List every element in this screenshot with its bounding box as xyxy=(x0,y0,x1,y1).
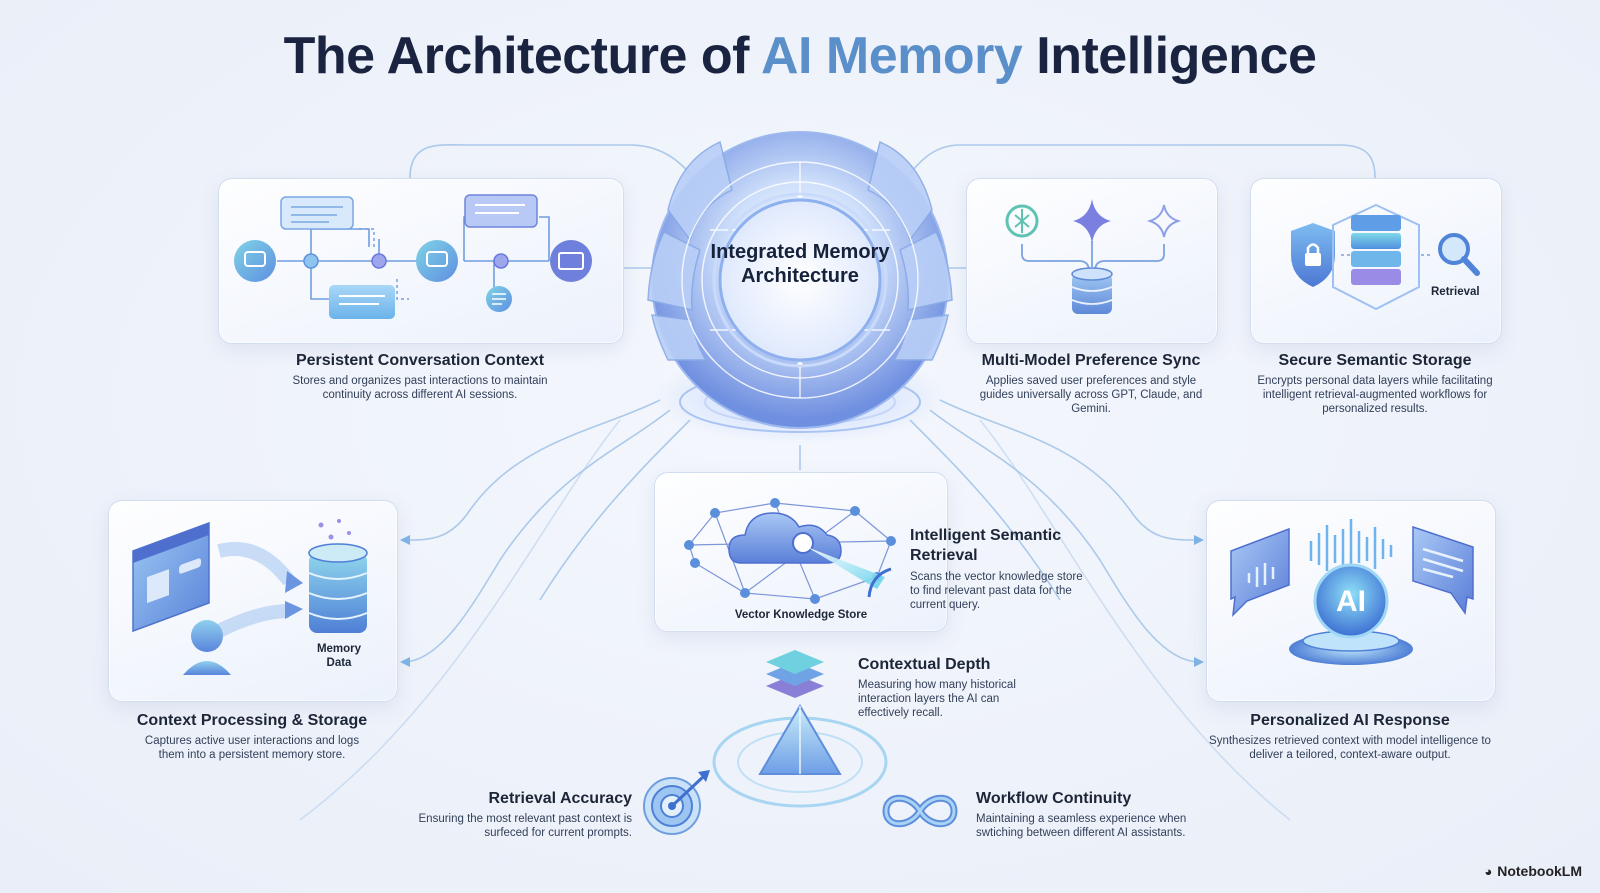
title-accent: AI Memory xyxy=(760,27,1023,85)
infinity-icon xyxy=(882,794,958,828)
persistent-context-card xyxy=(218,178,624,344)
chat-bubble-icon xyxy=(416,240,458,282)
browser-window-icon xyxy=(132,521,210,633)
database-icon xyxy=(308,543,368,633)
chat-bubble-icon xyxy=(329,285,395,319)
contextual-depth-description: Measuring how many historical interactio… xyxy=(858,679,1016,719)
ai-response-diagram xyxy=(1230,519,1474,665)
sparkle-icon xyxy=(1146,204,1182,238)
chat-bubble-icon xyxy=(464,194,538,228)
ai-badge: AI xyxy=(1336,585,1366,618)
magnifier-icon xyxy=(1438,233,1480,276)
preference-sync-card xyxy=(966,178,1218,344)
preference-sync-title: Multi-Model Preference Sync xyxy=(981,352,1201,369)
secure-storage-title: Secure Semantic Storage xyxy=(1278,352,1472,369)
target-icon xyxy=(643,770,710,835)
soundwave-bubble-icon xyxy=(1230,527,1290,618)
chat-bubble-icon xyxy=(234,240,276,282)
contextual-depth-title: Contextual Depth xyxy=(858,656,991,673)
context-processing-description: Captures active user interactions and lo… xyxy=(144,735,360,761)
hub-label: Integrated Memory Architecture xyxy=(710,241,890,287)
chat-bubble-icon xyxy=(1412,525,1474,616)
openai-icon xyxy=(1005,204,1039,238)
database-icon xyxy=(1071,267,1113,314)
retrieval-accuracy-title: Retrieval Accuracy xyxy=(488,790,633,807)
gemini-sparkle-icon xyxy=(1073,199,1111,243)
personalized-response-title: Personalized AI Response xyxy=(1250,712,1450,729)
retrieval-accuracy-description: Ensuring the most relevant past context … xyxy=(418,813,633,839)
context-processing-diagram xyxy=(132,519,368,675)
retrieval-label: Retrieval xyxy=(1431,286,1480,298)
layer-stack-icon xyxy=(1351,215,1401,285)
title-part2: Intelligence xyxy=(1036,27,1317,85)
ai-orb-icon xyxy=(1313,563,1389,639)
preference-sync-description: Applies saved user preferences and style… xyxy=(979,375,1203,415)
persistent-context-description: Stores and organizes past interactions t… xyxy=(292,375,548,401)
layer-stack-icon xyxy=(766,650,824,698)
context-processing-card: Memory Data xyxy=(108,500,398,702)
semantic-retrieval-title: Intelligent Semantic Retrieval xyxy=(910,527,1062,564)
document-icon xyxy=(550,240,592,282)
notebooklm-brand: ◕ NotebookLM xyxy=(1484,863,1582,879)
secure-storage-diagram xyxy=(1291,203,1480,311)
document-icon xyxy=(280,196,354,230)
user-icon xyxy=(183,620,231,675)
persistent-context-title: Persistent Conversation Context xyxy=(295,352,545,369)
memory-hub-sphere xyxy=(647,131,953,444)
page-title: The Architecture of AI Memory Intelligen… xyxy=(0,26,1600,86)
personalized-response-description: Synthesizes retrieved context with model… xyxy=(1209,735,1491,761)
vector-knowledge-store-diagram xyxy=(684,498,896,604)
secure-storage-card: Retrieval xyxy=(1250,178,1502,344)
vector-knowledge-store-label: Vector Knowledge Store xyxy=(734,609,868,621)
notebooklm-logo-icon: ◕ xyxy=(1484,864,1493,879)
memory-data-label: Memory Data xyxy=(316,643,362,669)
pyramid-icon xyxy=(712,704,888,808)
context-processing-title: Context Processing & Storage xyxy=(136,712,368,729)
semantic-retrieval-description: Scans the vector knowledge store to find… xyxy=(910,571,1083,611)
workflow-continuity-title: Workflow Continuity xyxy=(976,790,1132,807)
workflow-continuity-description: Maintaining a seamless experience when s… xyxy=(976,813,1187,839)
title-part1: The Architecture of xyxy=(283,27,750,85)
semantic-retrieval-card: Vector Knowledge Store xyxy=(654,472,948,632)
conversation-flow-diagram xyxy=(234,194,592,319)
multi-model-diagram xyxy=(1005,199,1182,314)
personalized-response-card: AI xyxy=(1206,500,1496,702)
secure-storage-description: Encrypts personal data layers while faci… xyxy=(1257,375,1493,415)
brand-label: NotebookLM xyxy=(1497,863,1582,879)
